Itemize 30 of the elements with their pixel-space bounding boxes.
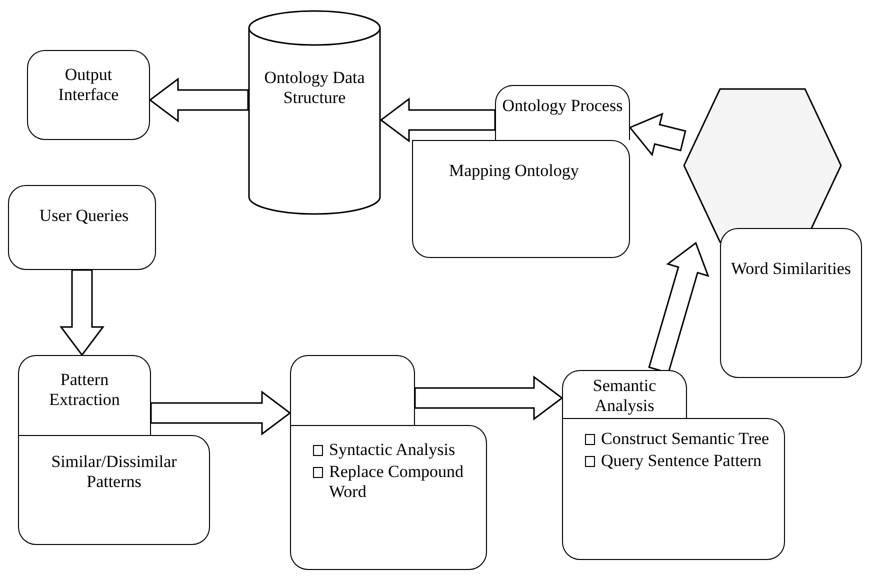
node-label: Output Interface [57, 65, 120, 104]
node-label: Pattern Extraction [48, 370, 121, 410]
list-item: Query Sentence Pattern [601, 451, 762, 471]
list-item: Syntactic Analysis [329, 440, 456, 460]
list-item: Replace Compound Word [329, 462, 465, 502]
node-label: Word Similarities [730, 259, 852, 279]
node-label: Mapping Ontology [449, 161, 580, 181]
rounded-box [290, 425, 487, 570]
node-label: Ontology Process [502, 96, 623, 116]
rounded-box [495, 85, 630, 140]
node-label: Similar/Dissimilar Patterns [50, 452, 178, 492]
node-label: Semantic Analysis [592, 376, 658, 416]
rounded-box [720, 228, 862, 378]
block-arrow [628, 112, 686, 156]
list-item: Construct Semantic Tree [601, 429, 770, 449]
block-arrow [150, 390, 292, 436]
block-arrow [414, 376, 564, 420]
rounded-box [562, 418, 785, 560]
block-arrow [380, 98, 496, 142]
node-label: User Queries [38, 206, 130, 226]
block-arrow [148, 78, 249, 122]
rounded-box [18, 355, 151, 435]
rounded-box [562, 370, 687, 418]
rounded-box [412, 140, 630, 258]
rounded-box [27, 50, 150, 140]
node-label: Ontology Data Structure [263, 68, 366, 108]
rounded-box [18, 435, 210, 545]
block-arrow [60, 269, 104, 356]
rounded-box [8, 185, 156, 270]
rounded-box [290, 355, 415, 425]
